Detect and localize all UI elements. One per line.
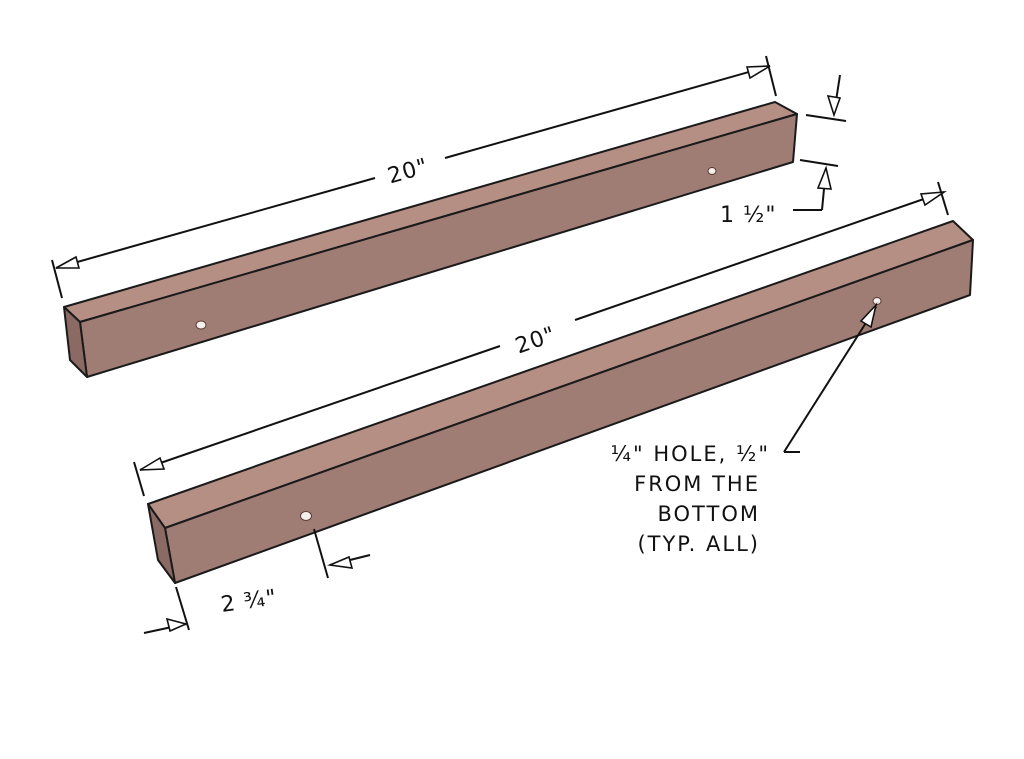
arrowhead: [919, 190, 947, 207]
top-board-end-face: [63, 306, 88, 378]
hole-note-line-3: BOTTOM: [657, 502, 760, 526]
top-board-hole-left: [195, 320, 207, 330]
hole-note: ¼" HOLE, ½" FROM THE BOTTOM (TYP. ALL): [611, 442, 770, 556]
bottom-board-hole-right: [872, 297, 882, 305]
hole-note-line-1: ¼" HOLE, ½": [611, 442, 770, 466]
bottom-board-hole-left: [300, 511, 312, 521]
top-board-hole-right: [707, 167, 717, 175]
board-height-label: 1 ½": [720, 203, 776, 228]
arrowhead: [816, 165, 833, 190]
arrowhead: [859, 302, 878, 329]
bottom-board: [147, 220, 974, 584]
bottom-board-length-label: 20": [512, 322, 559, 359]
hole-note-line-2: FROM THE: [634, 472, 760, 496]
arrowhead: [55, 255, 81, 269]
arrowhead: [326, 555, 354, 569]
top-board-length-dimension: 20": [51, 55, 777, 299]
arrowhead: [139, 456, 166, 471]
top-board-length-label: 20": [385, 154, 431, 189]
hole-note-leader: [783, 302, 878, 453]
hole-offset-label: 2 ¾": [219, 585, 278, 618]
arrowhead: [745, 65, 771, 80]
bottom-board-end-face: [147, 503, 176, 584]
arrowhead: [826, 94, 842, 118]
top-board-top-face: [63, 101, 798, 323]
arrowhead: [165, 617, 189, 633]
board-height-dimension: 1 ½": [720, 74, 847, 228]
hole-offset-dimension: 2 ¾": [143, 528, 371, 634]
hole-note-line-4: (TYP. ALL): [637, 532, 760, 556]
top-board: [63, 101, 798, 378]
